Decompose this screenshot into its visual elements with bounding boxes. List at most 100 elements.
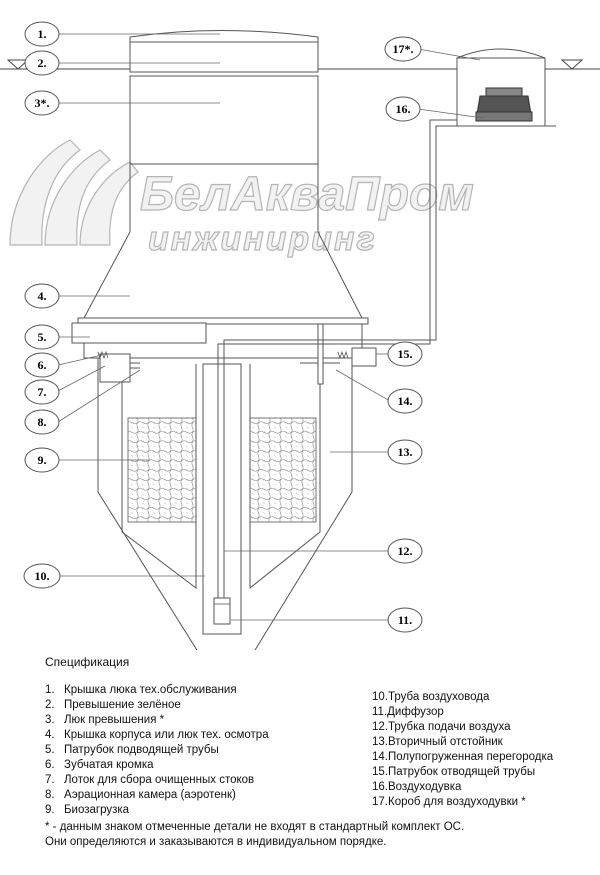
callout-12: 12. xyxy=(387,538,423,564)
callout-label: 1. xyxy=(38,27,47,41)
spec-item-number: 1. xyxy=(45,684,55,696)
logo-stripes-icon xyxy=(9,139,139,246)
spec-item: 10.Труба воздуховода xyxy=(372,690,553,705)
callout-7: 7. xyxy=(24,379,60,405)
spec-item-number: 5. xyxy=(45,744,55,756)
specification-list-left: 1. Крышка люка тех.обслуживания 2. Превыше… xyxy=(45,683,269,818)
spec-item-text: Воздуходувка xyxy=(388,781,462,793)
inlet-pipe xyxy=(71,322,207,344)
spec-item-text: Аэрационная камера (аэротенк) xyxy=(64,789,236,801)
spec-item-text: Зубчатая кромка xyxy=(64,759,154,771)
callout-2: 2. xyxy=(24,50,60,76)
spec-item-text: Лоток для сбора очищенных стоков xyxy=(64,774,255,786)
callout-1: 1. xyxy=(24,21,60,47)
callout-label: 15. xyxy=(398,347,413,361)
spec-item: 14.Полупогруженная перегородка xyxy=(372,750,553,765)
spec-item-text: Вторичный отстойник xyxy=(388,736,503,748)
spec-item: 7. Лоток для сбора очищенных стоков xyxy=(45,773,269,788)
logo-name: БелАкваПром xyxy=(140,168,474,221)
callout-16: 16. xyxy=(385,96,421,122)
spec-item-number: 9. xyxy=(45,804,55,816)
spec-item-text: Трубка подачи воздуха xyxy=(388,721,511,733)
spec-item-text: Короб для воздуходувки * xyxy=(388,796,526,808)
callout-label: 10. xyxy=(35,569,50,583)
callout-label: 2. xyxy=(38,56,47,70)
spec-item-text: Превышение зелёное xyxy=(64,699,181,711)
callout-label: 9. xyxy=(38,453,47,467)
spec-item-text: Диффузор xyxy=(387,706,444,718)
spec-item: 13.Вторичный отстойник xyxy=(372,735,553,750)
spec-item: 15.Патрубок отводящей трубы xyxy=(372,765,553,780)
callout-6: 6. xyxy=(24,352,60,378)
callout-3: 3*. xyxy=(24,90,60,116)
callout-label: 13. xyxy=(398,445,413,459)
spec-item: 12.Трубка подачи воздуха xyxy=(372,720,553,735)
spec-item-number: 3. xyxy=(45,714,55,726)
spec-item-text: Люк превышения * xyxy=(64,714,165,726)
callout-8: 8. xyxy=(24,409,60,435)
spec-item-text: Полупогруженная перегородка xyxy=(388,751,554,763)
callout-15: 15. xyxy=(387,341,423,367)
callout-5: 5. xyxy=(24,324,60,350)
note-line: Они определяются и заказываются в индиви… xyxy=(45,836,387,848)
spec-item-number: 11. xyxy=(372,706,388,718)
specification-list-right: 10.Труба воздуховода 11.Диффузор 12.Труб… xyxy=(372,690,553,810)
callout-4: 4. xyxy=(24,283,60,309)
spec-item-text: Крышка люка тех.обслуживания xyxy=(64,684,237,696)
spec-item: 11.Диффузор xyxy=(372,705,553,720)
spec-item: 4. Крышка корпуса или люк тех. осмотра xyxy=(45,728,269,743)
specification-note: * - данным знаком отмеченные детали не в… xyxy=(45,820,464,850)
callout-13: 13. xyxy=(387,439,423,465)
spec-item-number: 14. xyxy=(372,751,388,763)
spec-item: 9. Биозагрузка xyxy=(45,803,269,818)
spec-item-text: Крышка корпуса или люк тех. осмотра xyxy=(64,729,269,741)
callout-label: 17*. xyxy=(393,42,414,56)
spec-item: 6. Зубчатая кромка xyxy=(45,758,269,773)
callout-label: 4. xyxy=(38,289,47,303)
spec-item: 1. Крышка люка тех.обслуживания xyxy=(45,683,269,698)
spec-item: 2. Превышение зелёное xyxy=(45,698,269,713)
callout-9: 9. xyxy=(24,447,60,473)
callout-label: 12. xyxy=(398,544,413,558)
biofill-media xyxy=(127,417,197,523)
spec-item: 8. Аэрационная камера (аэротенк) xyxy=(45,788,269,803)
spec-item: 3. Люк превышения * xyxy=(45,713,269,728)
spec-item-text: Патрубок подводящей трубы xyxy=(64,744,219,756)
spec-item-number: 4. xyxy=(45,729,55,741)
spec-item-number: 7. xyxy=(45,774,55,786)
callout-label: 6. xyxy=(38,358,47,372)
callout-10: 10. xyxy=(23,563,61,589)
spec-item-number: 13. xyxy=(372,736,388,748)
callout-label: 16. xyxy=(396,102,411,116)
callout-label: 5. xyxy=(38,330,47,344)
spec-item-number: 8. xyxy=(45,789,55,801)
spec-item-number: 15. xyxy=(372,766,388,778)
spec-item-number: 12. xyxy=(372,721,388,733)
diffuser xyxy=(213,597,231,625)
spec-item-number: 10. xyxy=(372,691,388,703)
callout-label: 7. xyxy=(38,385,47,399)
spec-item-text: Биозагрузка xyxy=(64,804,130,816)
spec-item: 5. Патрубок подводящей трубы xyxy=(45,743,269,758)
blower-icon xyxy=(475,87,533,122)
spec-item-text: Труба воздуховода xyxy=(388,691,490,703)
callout-leaders xyxy=(57,33,484,621)
callout-label: 11. xyxy=(398,613,412,627)
callout-label: 8. xyxy=(38,415,47,429)
callout-14: 14. xyxy=(387,388,423,414)
callout-11: 11. xyxy=(387,607,423,633)
spec-item-number: 2. xyxy=(45,699,55,711)
spec-item: 16.Воздуходувка xyxy=(372,780,553,795)
spec-item-text: Патрубок отводящей трубы xyxy=(388,766,536,778)
spec-item-number: 17. xyxy=(372,796,388,808)
callout-17: 17*. xyxy=(384,36,422,62)
serrated-edge xyxy=(97,350,349,360)
callout-label: 14. xyxy=(398,394,413,408)
spec-item-number: 16. xyxy=(372,781,388,793)
spec-item: 17.Короб для воздуходувки * xyxy=(372,795,553,810)
outlet-pipe xyxy=(351,347,377,367)
callout-label: 3*. xyxy=(35,96,50,110)
spec-item-number: 6. xyxy=(45,759,55,771)
note-line: * - данным знаком отмеченные детали не в… xyxy=(45,821,465,833)
company-logo-watermark: БелАкваПром инжиниринг xyxy=(9,139,474,259)
